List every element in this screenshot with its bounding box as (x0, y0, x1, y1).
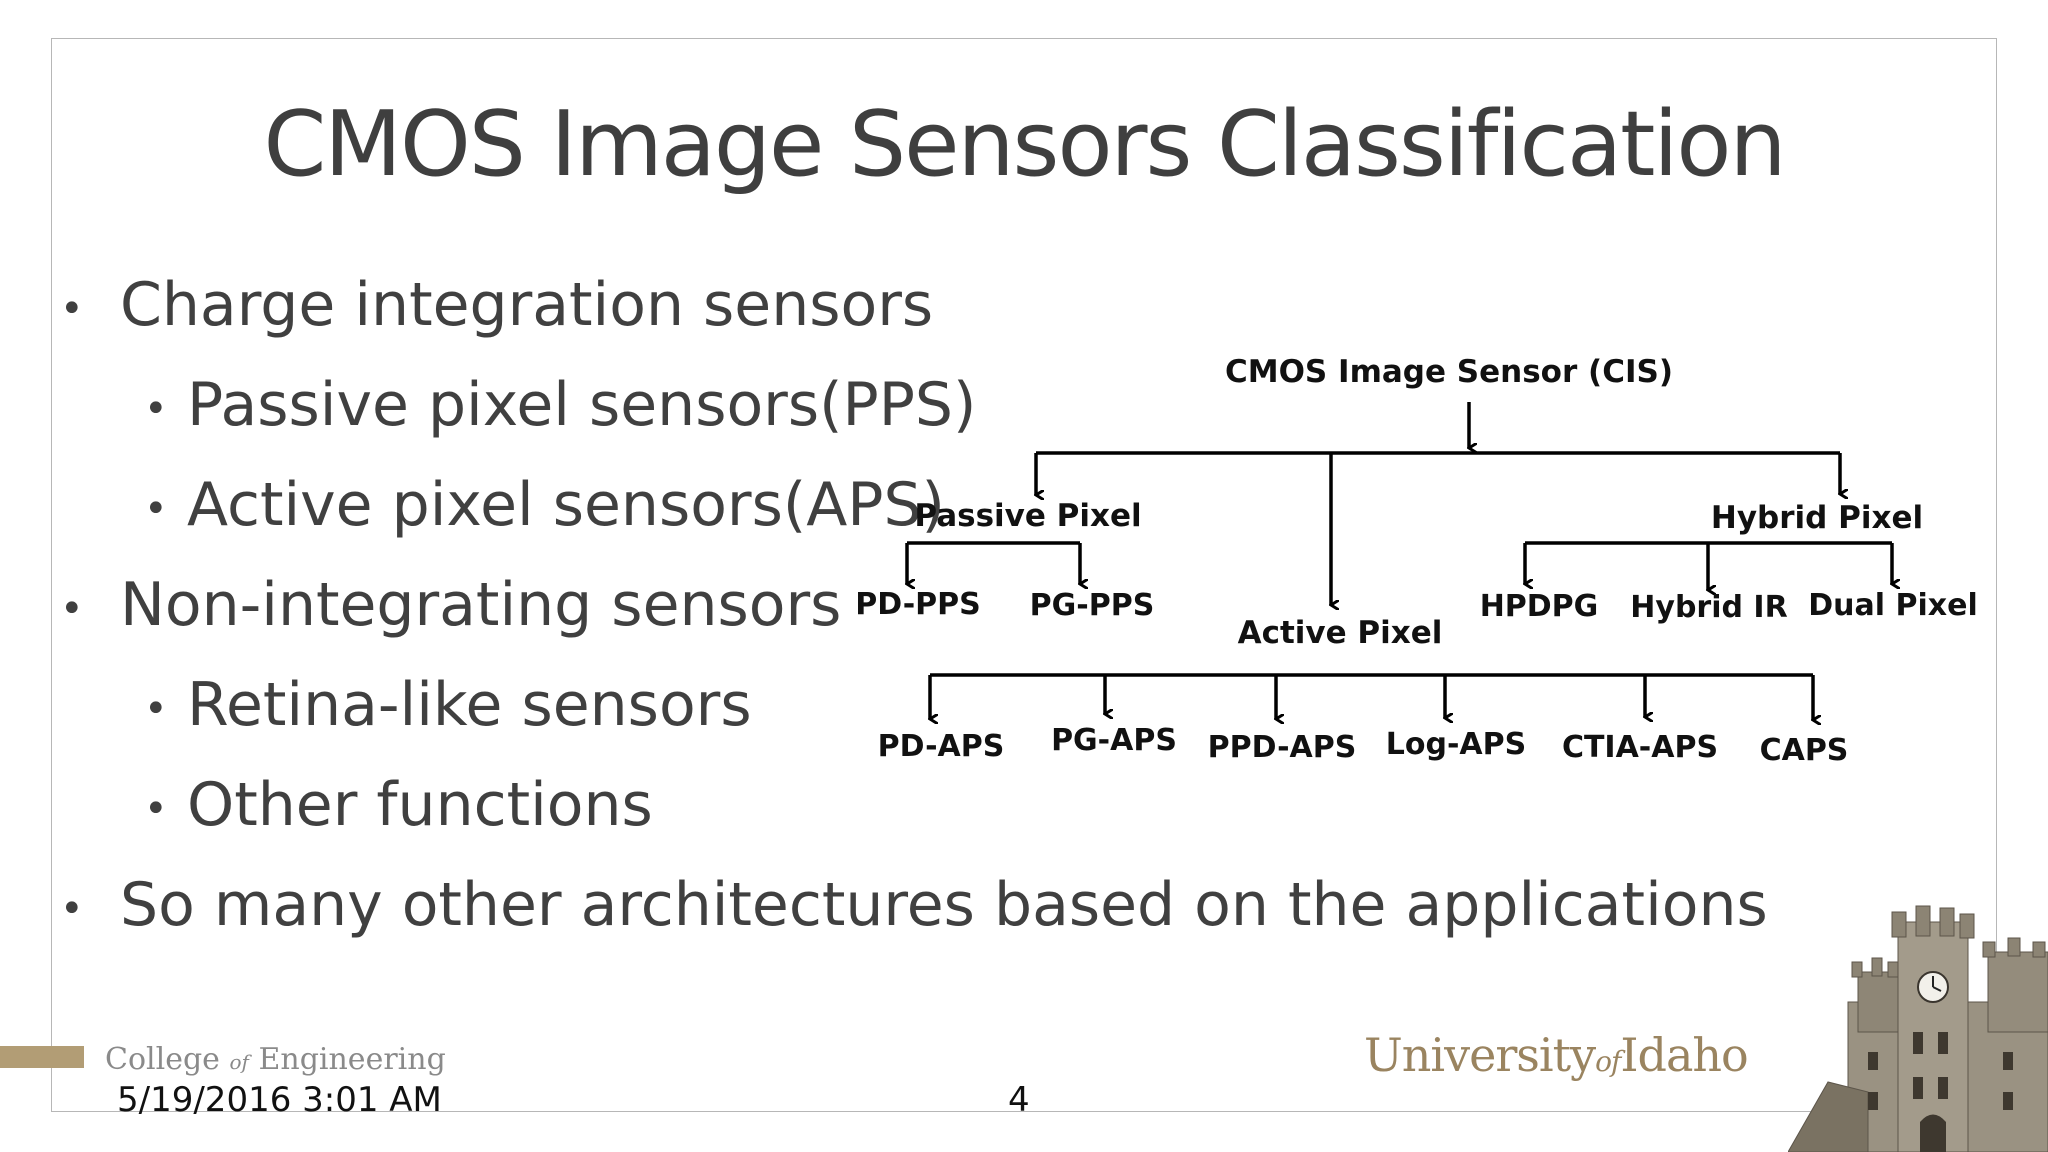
bullet-text: Active pixel sensors(APS) (187, 470, 945, 540)
college-logo: College of Engineering (105, 1042, 446, 1077)
caps-node: CAPS (1760, 733, 1849, 768)
ctia-aps-node: CTIA-APS (1562, 730, 1718, 765)
bullet-dot: • (60, 586, 84, 632)
bullet-dot: • (144, 386, 168, 432)
bullet-dot: • (144, 486, 168, 532)
passive-node: Passive Pixel (914, 498, 1141, 534)
slide-title: CMOS Image Sensors Classification (263, 92, 1786, 197)
bullet-text: Passive pixel sensors(PPS) (187, 370, 977, 440)
footer-accent-bar (0, 1046, 84, 1068)
bullet-dot: • (60, 286, 84, 332)
bullet-dot: • (60, 886, 84, 932)
pg-pps-node: PG-PPS (1030, 588, 1155, 623)
bullet-text: So many other architectures based on the… (120, 870, 1768, 940)
bullet-text: Other functions (187, 770, 653, 840)
campus-building-image (1788, 905, 2048, 1152)
bullet-text: Non-integrating sensors (120, 570, 842, 640)
log-aps-node: Log-APS (1386, 727, 1526, 762)
hybrid-node: Hybrid Pixel (1711, 500, 1923, 536)
pd-aps-node: PD-APS (878, 729, 1005, 764)
hpdpg-node: HPDPG (1480, 589, 1599, 624)
bullet-dot: • (144, 686, 168, 732)
pg-aps-node: PG-APS (1051, 723, 1177, 758)
active-node: Active Pixel (1238, 615, 1443, 651)
bullet-text: Retina-like sensors (187, 670, 752, 740)
hybrid-ir-node: Hybrid IR (1630, 590, 1787, 625)
root-node: CMOS Image Sensor (CIS) (1225, 354, 1673, 390)
ppd-aps-node: PPD-APS (1208, 730, 1357, 765)
bullet-dot: • (144, 786, 168, 832)
bullet-text: Charge integration sensors (120, 270, 934, 340)
slide-number: 4 (1008, 1080, 1030, 1120)
university-logo: UniversityofIdaho (1364, 1028, 1749, 1082)
dual-pixel-node: Dual Pixel (1808, 588, 1977, 623)
slide-date: 5/19/2016 3:01 AM (117, 1080, 442, 1120)
pd-pps-node: PD-PPS (855, 587, 980, 622)
slide-frame (51, 38, 1997, 1112)
